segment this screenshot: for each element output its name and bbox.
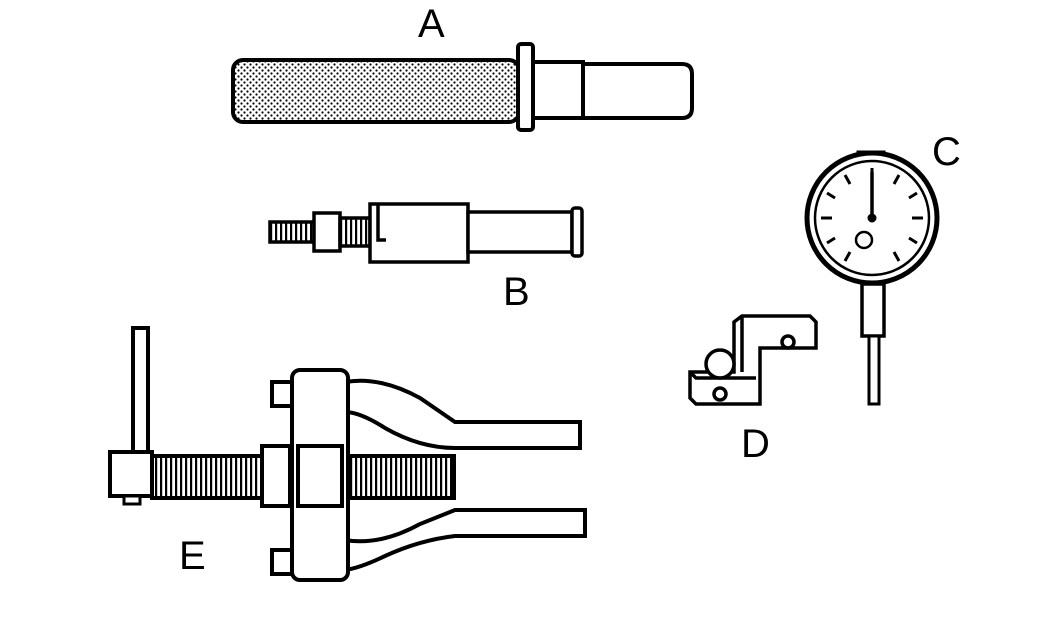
label-b: B <box>503 270 530 314</box>
tool-e-handle-block <box>108 450 154 498</box>
tool-b <box>268 202 584 264</box>
label-c: C <box>932 130 961 174</box>
tool-e-screw-nut <box>260 444 292 508</box>
tool-e-handle-bar <box>131 326 150 454</box>
tool-a-collar <box>516 42 535 132</box>
tool-a-shoulder <box>531 60 585 120</box>
tool-b-tip <box>570 206 584 258</box>
tool-b-inner-thread <box>338 216 372 248</box>
tool-a <box>231 42 694 132</box>
tool-e <box>108 326 587 582</box>
tool-e-bolt-top <box>270 380 294 408</box>
tool-c-plunger <box>867 334 881 406</box>
tool-d <box>688 314 818 406</box>
tool-d-thumbscrew <box>704 348 736 380</box>
tool-d-hole-bottom <box>712 386 728 402</box>
tool-e-lower-jaw <box>343 508 587 573</box>
tool-e-upper-jaw <box>343 378 582 450</box>
tool-b-nut <box>312 211 342 253</box>
tool-b-shaft <box>466 210 574 254</box>
tool-b-thread <box>268 220 316 244</box>
tool-a-shaft <box>581 62 694 120</box>
tool-c-small-dial <box>854 230 874 250</box>
tool-e-screw-left <box>150 454 264 500</box>
tool-e-screw-right <box>344 454 456 500</box>
label-d: D <box>741 422 770 466</box>
label-a: A <box>418 2 445 46</box>
tool-e-yoke-center <box>296 444 344 508</box>
tool-c-stem <box>860 282 886 338</box>
tool-e-bolt-bottom <box>270 548 294 576</box>
tool-a-knurled-grip <box>231 58 521 124</box>
tool-c <box>804 150 940 406</box>
tool-d-hole-top <box>780 334 796 350</box>
label-e: E <box>179 534 206 578</box>
tool-b-body <box>368 202 470 264</box>
